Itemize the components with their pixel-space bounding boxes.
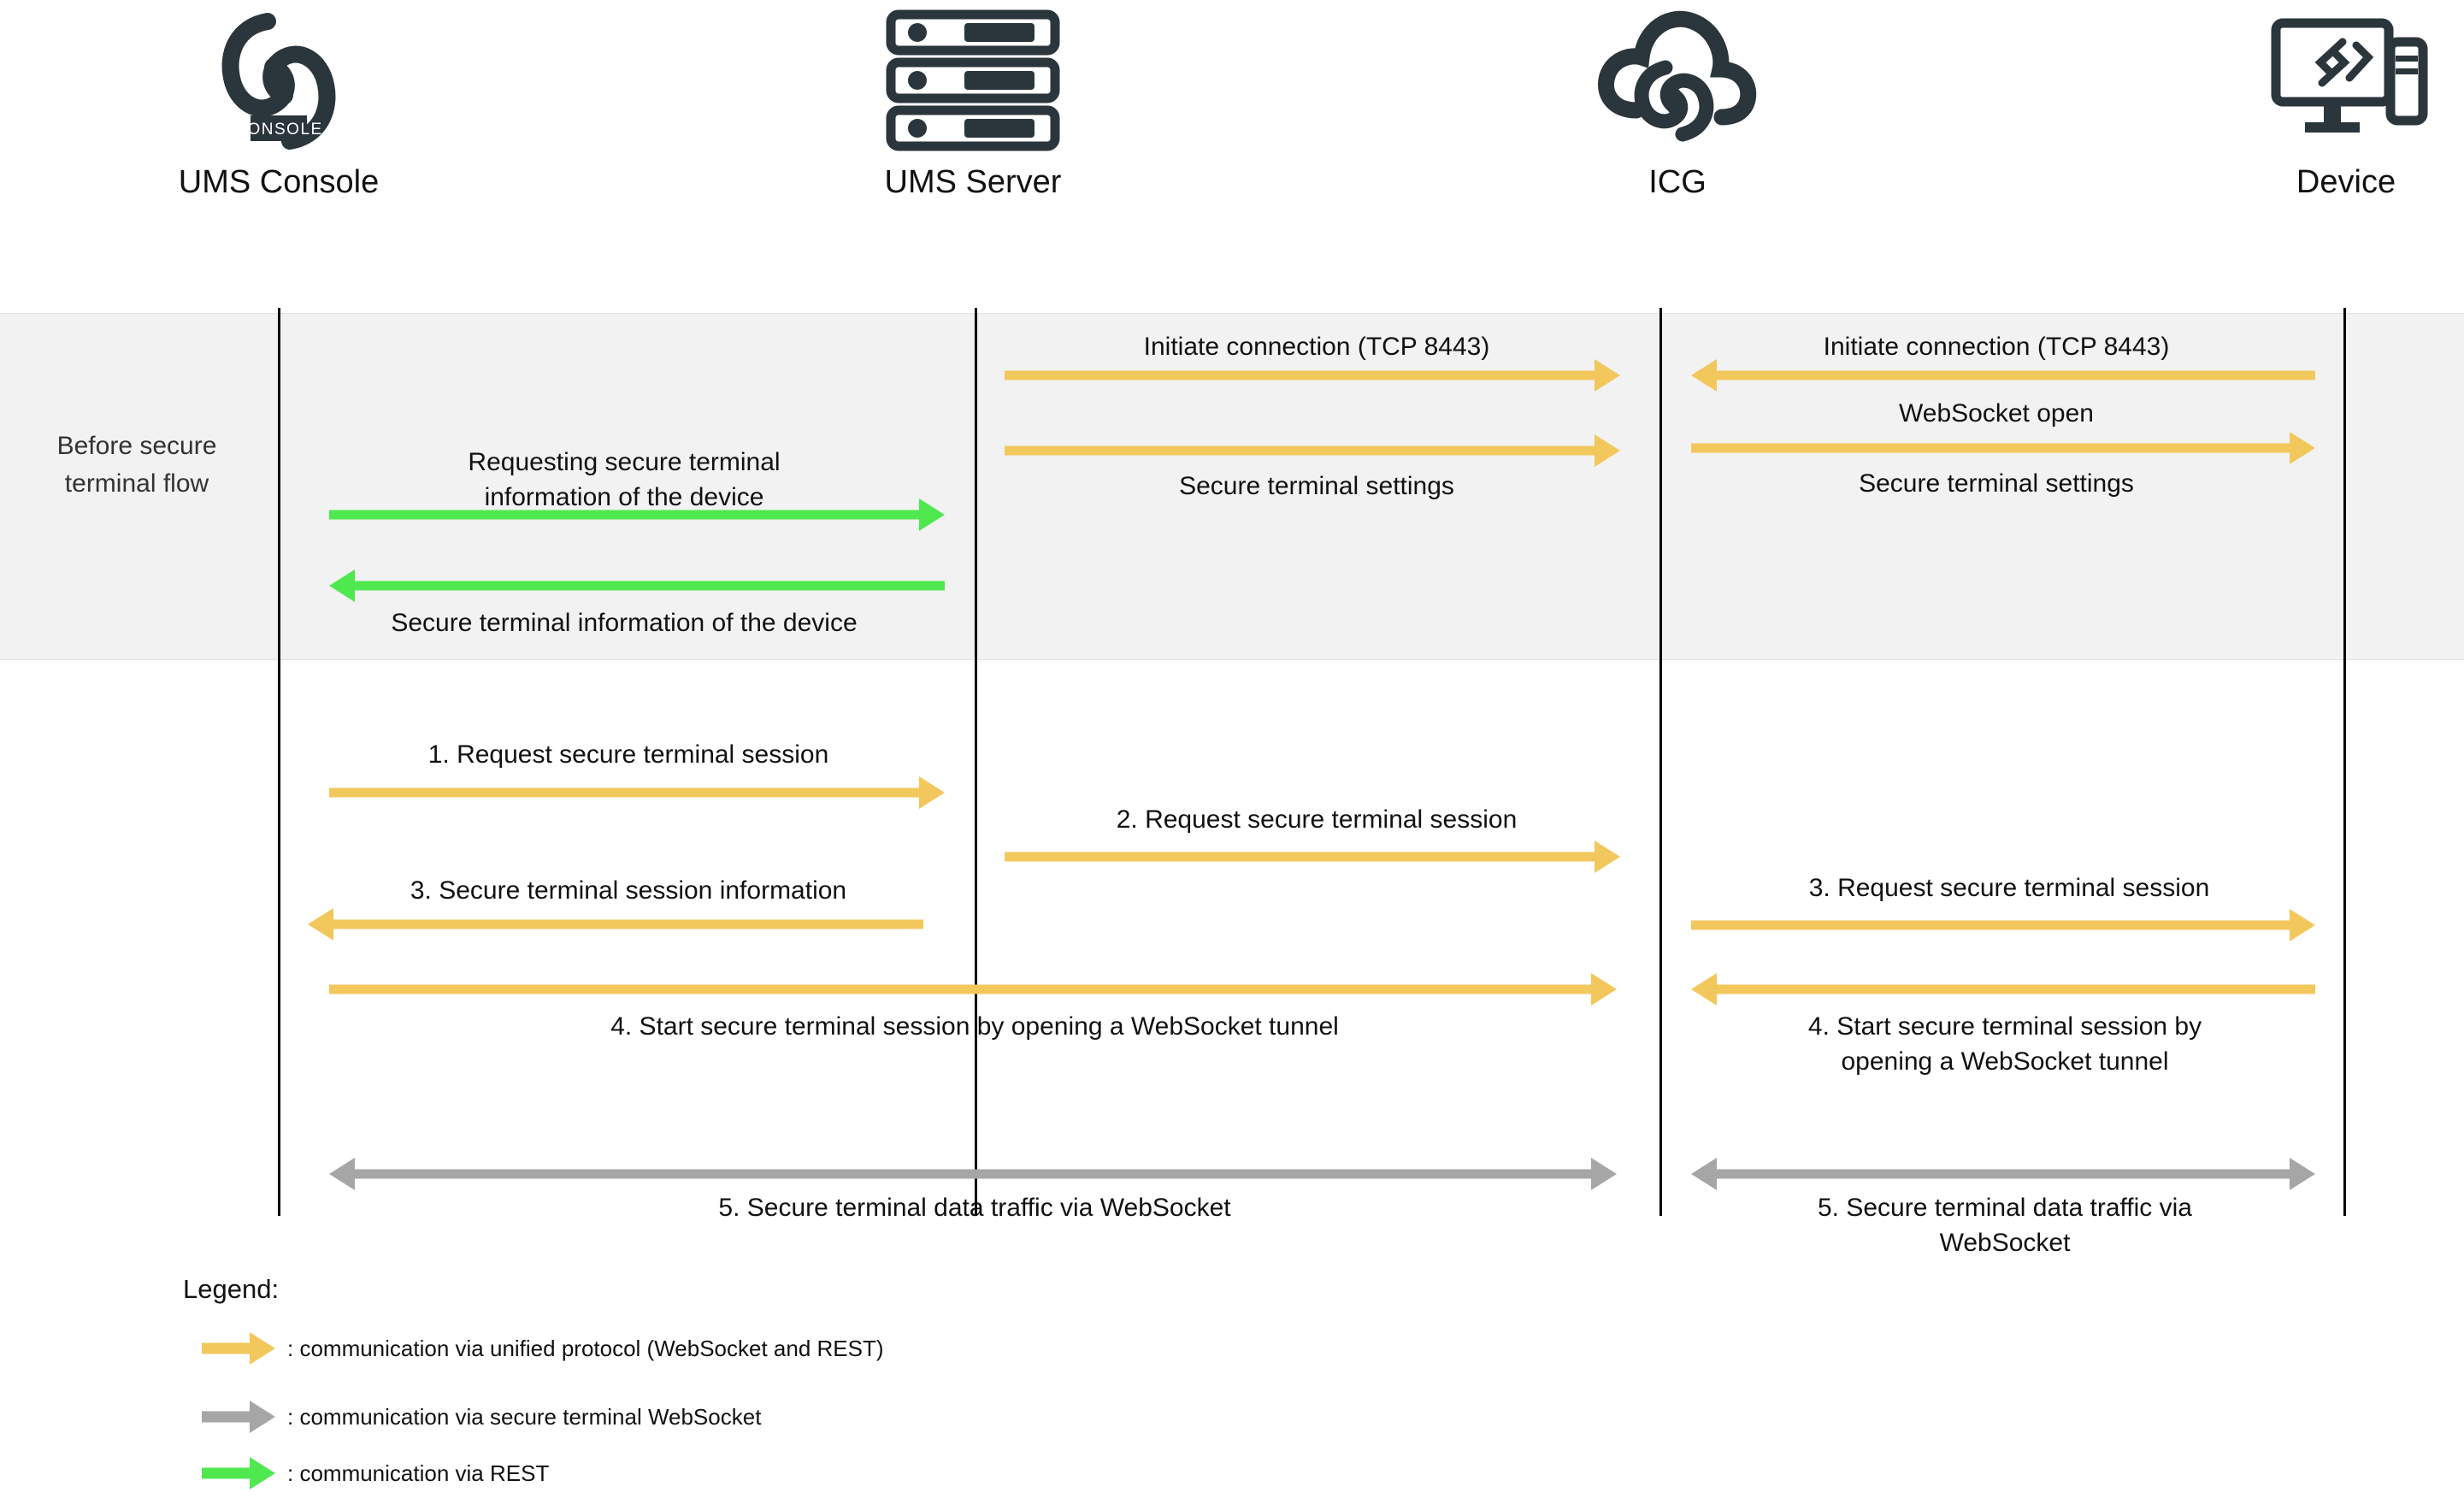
caption-step-3-icg: 3. Request secure terminal session bbox=[1808, 874, 2210, 902]
caption-secure-terminal-settings-icg-device: Secure terminal settings bbox=[1859, 469, 2134, 498]
caption-step-3-console: 3. Secure terminal session information bbox=[410, 876, 847, 905]
actor-label: ICG bbox=[1648, 164, 1707, 200]
arrow-shaft bbox=[351, 1169, 1595, 1179]
arrow-step-5-console-icg-traffic bbox=[329, 1154, 1617, 1194]
arrow-shaft bbox=[351, 581, 945, 591]
lifeline-ums-console bbox=[278, 308, 280, 1216]
arrow-shaft bbox=[1713, 984, 2315, 994]
arrow-head bbox=[1595, 434, 1620, 467]
legend-item-secure-terminal-websocket: : communication via secure terminal WebS… bbox=[202, 1401, 762, 1433]
caption-step-5-right: 5. Secure terminal data traffic via WebS… bbox=[1818, 1194, 2192, 1257]
arrow-head bbox=[919, 498, 945, 531]
arrow-step-5-icg-device-traffic bbox=[1691, 1154, 2315, 1194]
arrow-step-1-console-to-server bbox=[329, 776, 945, 809]
legend-arrow-rest-icon bbox=[202, 1457, 275, 1489]
caption-initiate-connection-icg-device: Initiate connection (TCP 8443) bbox=[1823, 333, 2170, 361]
caption-requesting-secure-terminal-information: Requesting secure terminal information o… bbox=[468, 448, 781, 511]
legend-item-unified-protocol: : communication via unified protocol (We… bbox=[202, 1332, 884, 1365]
arrow-head bbox=[919, 776, 945, 809]
arrow-shaft bbox=[329, 510, 923, 520]
caption-step-2: 2. Request secure terminal session bbox=[1116, 805, 1518, 834]
actor-ums-server: UMS Server bbox=[802, 0, 1144, 202]
arrow-shaft bbox=[329, 787, 923, 798]
legend-arrow-secure-terminal-websocket-icon bbox=[202, 1401, 275, 1433]
caption-step-4-right: 4. Start secure terminal session by open… bbox=[1807, 1012, 2202, 1076]
caption-step-5-left: 5. Secure terminal data traffic via WebS… bbox=[718, 1194, 1231, 1222]
actor-icg: ICG bbox=[1506, 0, 1848, 202]
legend-item-label: : communication via REST bbox=[287, 1460, 550, 1486]
arrow-server-to-icg-settings bbox=[1005, 434, 1620, 467]
arrow-head-left bbox=[329, 1158, 355, 1190]
lifeline-device bbox=[2343, 308, 2346, 1216]
arrow-shaft bbox=[1713, 1169, 2293, 1179]
arrow-head bbox=[2290, 909, 2315, 941]
actor-label: Device bbox=[2296, 164, 2396, 200]
caption-step-4-left: 4. Start secure terminal session by open… bbox=[610, 1012, 1339, 1041]
arrow-head-left bbox=[1691, 1158, 1717, 1190]
band-label: Before secure terminal flow bbox=[56, 432, 217, 498]
caption-secure-terminal-settings-server-icg: Secure terminal settings bbox=[1179, 472, 1454, 500]
arrow-head bbox=[329, 569, 355, 602]
arrow-shaft bbox=[1713, 370, 2315, 380]
actor-label: UMS Console bbox=[178, 164, 380, 200]
arrow-server-to-icg-initiate bbox=[1005, 359, 1620, 392]
ums-console-logo-icon: CONSOLE bbox=[108, 0, 450, 162]
caption-websocket-open: WebSocket open bbox=[1899, 399, 2094, 428]
arrow-shaft bbox=[1005, 445, 1598, 456]
arrow-step-3-server-to-console bbox=[308, 908, 923, 941]
caption-secure-terminal-information-of-the-device: Secure terminal information of the devic… bbox=[391, 609, 858, 637]
actor-ums-console: CONSOLE UMS Console bbox=[108, 0, 450, 202]
arrow-icg-to-device-websocket-open bbox=[1691, 432, 2315, 464]
arrow-head bbox=[2290, 432, 2315, 464]
arrow-head bbox=[308, 908, 333, 941]
svg-text:CONSOLE: CONSOLE bbox=[234, 121, 322, 139]
arrow-step-2-server-to-icg bbox=[1005, 841, 1620, 873]
arrow-shaft bbox=[329, 984, 1595, 994]
desktop-computer-icon bbox=[2175, 0, 2464, 162]
lifeline-ums-server bbox=[975, 308, 977, 1216]
legend-item-rest: : communication via REST bbox=[202, 1457, 550, 1489]
arrow-step-4-device-to-icg bbox=[1691, 973, 2315, 1006]
arrow-device-to-icg-initiate bbox=[1691, 359, 2315, 392]
arrow-step-4-console-to-icg bbox=[329, 973, 1617, 1006]
arrow-step-3-icg-to-device bbox=[1691, 909, 2315, 941]
legend-item-label: : communication via secure terminal WebS… bbox=[287, 1403, 762, 1430]
arrow-server-to-console-info bbox=[329, 569, 945, 602]
arrow-head-right bbox=[2290, 1158, 2315, 1190]
arrow-console-to-server-request-info bbox=[329, 498, 945, 531]
cloud-gateway-icon bbox=[1506, 0, 1848, 162]
arrow-head bbox=[1595, 841, 1620, 873]
legend-item-label: : communication via unified protocol (We… bbox=[287, 1335, 884, 1361]
lifeline-icg bbox=[1659, 308, 1662, 1216]
arrow-shaft bbox=[1691, 443, 2293, 453]
actor-label: UMS Server bbox=[884, 164, 1062, 200]
caption-initiate-connection-server-icg: Initiate connection (TCP 8443) bbox=[1143, 333, 1490, 361]
caption-step-1: 1. Request secure terminal session bbox=[427, 740, 829, 769]
arrow-head-right bbox=[1591, 1158, 1617, 1190]
arrow-head bbox=[1691, 973, 1717, 1006]
arrow-shaft bbox=[330, 919, 923, 929]
server-rack-icon bbox=[802, 0, 1144, 162]
actor-device: Device bbox=[2175, 0, 2464, 202]
arrow-shaft bbox=[1005, 852, 1598, 862]
legend-arrow-unified-protocol-icon bbox=[202, 1332, 275, 1365]
arrow-shaft bbox=[1691, 920, 2293, 930]
arrow-shaft bbox=[1005, 370, 1598, 380]
arrow-head bbox=[1691, 359, 1717, 392]
arrow-head bbox=[1591, 973, 1617, 1006]
arrow-head bbox=[1595, 359, 1620, 392]
legend-title: Legend: bbox=[183, 1274, 280, 1304]
